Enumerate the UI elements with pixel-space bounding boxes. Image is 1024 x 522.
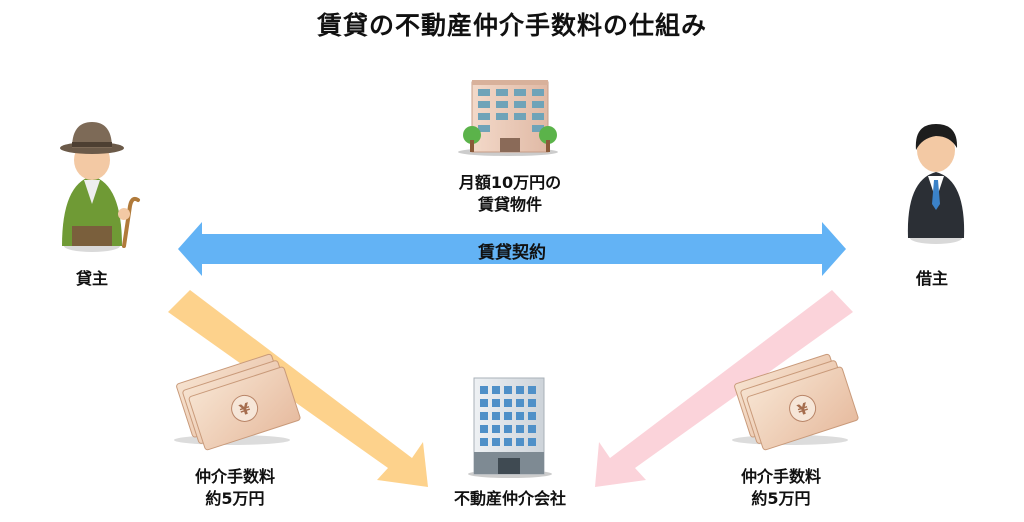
office-building-icon xyxy=(468,377,552,478)
agency-label: 不動産仲介会社 xyxy=(453,489,566,508)
tenant-label: 借主 xyxy=(915,269,948,288)
fee-left-line2: 約5万円 xyxy=(205,489,265,508)
page-title: 賃貸の不動産仲介手数料の仕組み xyxy=(316,11,707,40)
yen-banknotes-icon: ¥ xyxy=(174,353,301,451)
contract-arrow xyxy=(178,222,846,276)
fee-left-line1: 仲介手数料 xyxy=(194,467,275,486)
contract-label: 賃貸契約 xyxy=(478,243,546,263)
elderly-man-with-cane-icon xyxy=(60,122,140,252)
landlord-label: 貸主 xyxy=(75,269,108,288)
property-label-line2: 賃貸物件 xyxy=(477,195,542,214)
apartment-building-icon xyxy=(458,80,558,156)
fee-arrow-right xyxy=(595,290,853,487)
fee-right-line2: 約5万円 xyxy=(751,489,811,508)
fee-right-line1: 仲介手数料 xyxy=(740,467,821,486)
yen-banknotes-icon: ¥ xyxy=(732,353,859,451)
businessman-icon xyxy=(907,124,965,244)
fee-arrow-left xyxy=(168,290,428,487)
property-label-line1: 月額10万円の xyxy=(458,173,562,192)
